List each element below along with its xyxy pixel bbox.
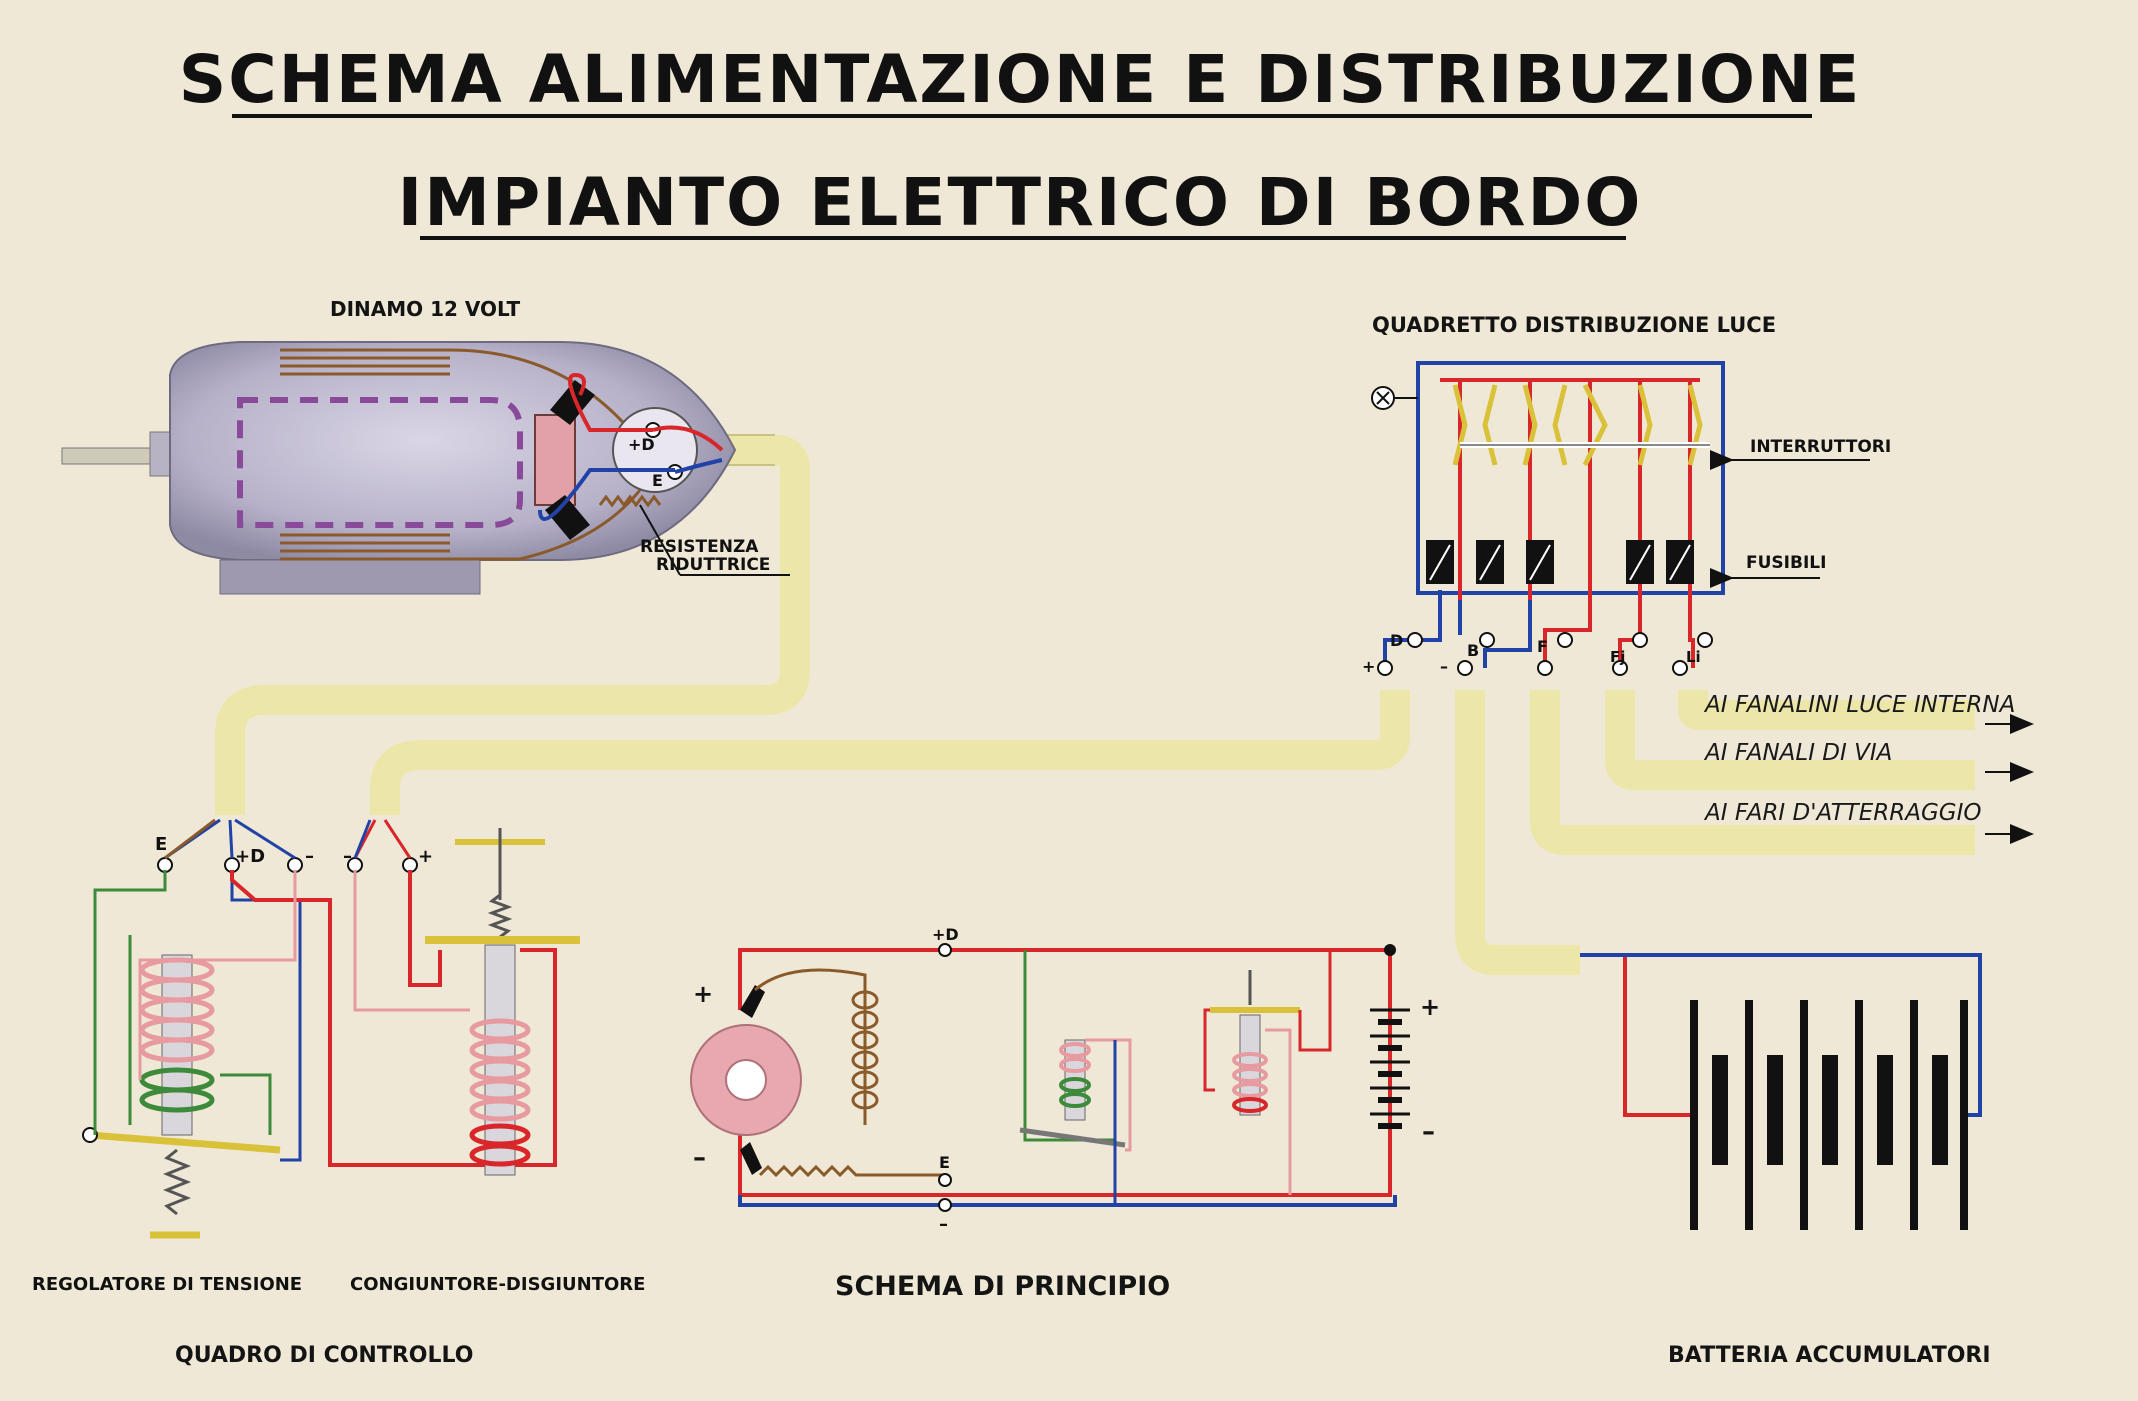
dinamo: +D E <box>61 341 790 595</box>
congiuntore-label: CONGIUNTORE-DISGIUNTORE <box>350 1274 645 1295</box>
batteria-accumulatori <box>1580 953 1982 1230</box>
resistenza-label-2: RIDUTTRICE <box>656 555 770 575</box>
quadro-di-controllo: E +D – – + <box>82 818 580 1239</box>
panel-terminal-b: B <box>1467 641 1479 660</box>
dinamo-label: DINAMO 12 VOLT <box>330 297 520 321</box>
dinamo-terminal-plus-d: +D <box>628 435 655 454</box>
field-winding-top <box>280 348 450 376</box>
batteria-label: BATTERIA ACCUMULATORI <box>1668 1343 1991 1368</box>
panel-terminal-f: F <box>1537 637 1548 656</box>
panel-terminal-li: Li <box>1686 648 1701 666</box>
title-line1: SCHEMA ALIMENTAZIONE E DISTRIBUZIONE <box>179 41 1862 118</box>
principio-battery <box>1370 1008 1410 1129</box>
cable-fari <box>1530 690 1975 855</box>
regolatore-label: REGOLATORE DI TENSIONE <box>32 1274 302 1295</box>
cable-luce-interna <box>1678 690 1975 730</box>
fusibili-fuses <box>1426 540 1694 584</box>
output-fari-atterraggio: AI FARI D'ATTERRAGGIO <box>1703 800 1981 826</box>
output-fanali-via: AI FANALI DI VIA <box>1703 740 1892 766</box>
fusibili-label: FUSIBILI <box>1746 553 1826 573</box>
regolatore-armature <box>89 1131 281 1154</box>
dinamo-shaft <box>61 447 153 465</box>
distribution-panel: D + – B F Fj Li <box>1362 361 1725 676</box>
brush-bottom <box>545 495 590 540</box>
output-luce-interna: AI FANALINI LUCE INTERNA <box>1703 692 2015 718</box>
quadro-label: QUADRO DI CONTROLLO <box>175 1343 473 1368</box>
interruttori-label: INTERRUTTORI <box>1750 437 1891 457</box>
quadro-terminal-plus-d: +D <box>235 846 265 867</box>
cable-harness <box>215 435 1975 975</box>
field-winding-bottom <box>280 533 450 561</box>
panel-terminal-d: D <box>1390 631 1403 650</box>
battery-symbol-minus: – <box>1422 1117 1435 1147</box>
panel-terminal-fj: Fj <box>1610 648 1625 666</box>
quadro-terminal-minus-1: – <box>305 846 314 867</box>
panel-terminal-minus: – <box>1440 657 1448 676</box>
congiuntore-coil <box>469 1018 531 1122</box>
dinamo-terminal-e: E <box>652 471 663 490</box>
quadro-terminal-plus: + <box>418 846 433 867</box>
principio-terminal-minus: – <box>939 1214 948 1235</box>
armature-outline <box>237 397 523 528</box>
schema-di-principio: + – +D E – <box>690 925 1440 1235</box>
quadro-terminal-minus-2: – <box>343 846 352 867</box>
principio-plus: + <box>693 980 713 1008</box>
principio-minus: – <box>693 1143 706 1173</box>
resistenza-riduttrice-coil <box>598 494 662 508</box>
quadretto-label: QUADRETTO DISTRIBUZIONE LUCE <box>1372 313 1776 337</box>
cable-dinamo-to-quadro <box>215 435 810 815</box>
title-line2: IMPIANTO ELETTRICO DI BORDO <box>398 164 1643 241</box>
dinamo-foot <box>219 559 481 595</box>
commutator <box>534 414 576 506</box>
panel-terminals <box>1377 632 1713 676</box>
principio-field-coil <box>851 990 879 1110</box>
principio-terminal-plus-d: +D <box>932 925 959 944</box>
cable-quadro-to-distribution <box>370 690 1410 815</box>
interruttori-switches <box>1452 383 1703 467</box>
regolatore-coil <box>139 957 215 1063</box>
battery-symbol-plus: + <box>1420 993 1440 1021</box>
quadro-terminal-e: E <box>155 834 167 855</box>
schema-principio-label: SCHEMA DI PRINCIPIO <box>835 1271 1170 1302</box>
cable-fanali <box>1605 690 1975 790</box>
principio-terminal-e: E <box>939 1153 950 1172</box>
battery-plates <box>1690 1000 1968 1230</box>
panel-terminal-plus: + <box>1362 657 1375 676</box>
cable-battery <box>1455 690 1580 975</box>
resistenza-label-1: RESISTENZA <box>640 537 759 557</box>
